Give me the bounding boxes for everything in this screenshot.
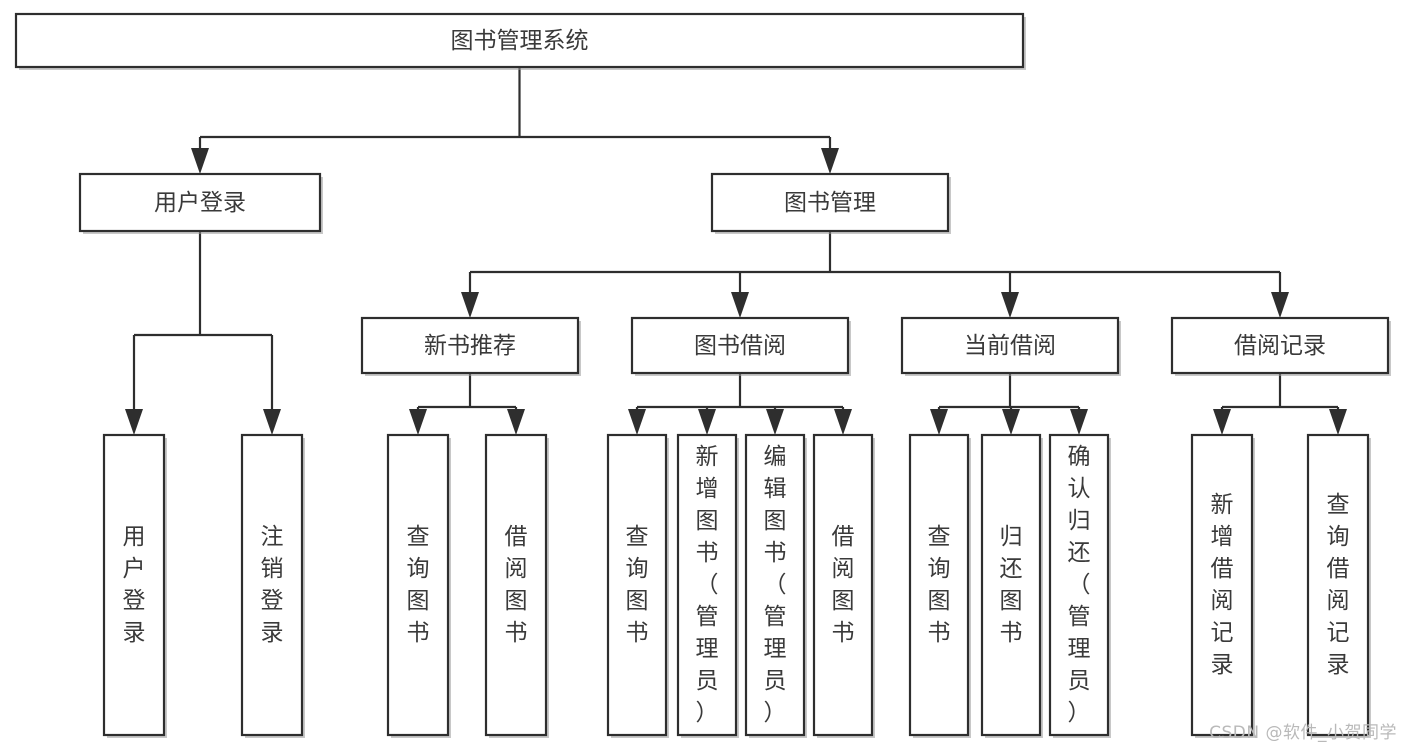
arrow-head-icon (1002, 409, 1020, 435)
node-label: 借阅图书 (832, 524, 855, 646)
node-box[interactable] (14, 12, 1025, 69)
diagram-node-leaf-query-book[interactable]: 查询图书 (606, 433, 669, 738)
arrow-head-icon (766, 409, 784, 435)
diagram-node-leaf-add-book[interactable]: 新增图书（管理员） (676, 433, 739, 738)
arrow-head-icon (507, 409, 525, 435)
diagram-node-leaf-query-book-cur[interactable]: 查询图书 (908, 433, 971, 738)
node-label: 确认归还（管理员） (1068, 444, 1091, 726)
node-label: 借阅记录 (1234, 333, 1326, 359)
node-box[interactable] (900, 316, 1120, 375)
arrow-head-icon (263, 409, 281, 435)
arrow-head-icon (1213, 409, 1231, 435)
diagram-node-borrow-record[interactable]: 借阅记录 (1170, 316, 1391, 376)
arrow-head-icon (628, 409, 646, 435)
node-box[interactable] (908, 433, 970, 737)
diagram-node-leaf-confirm-return[interactable]: 确认归还（管理员） (1048, 433, 1111, 738)
node-label: 新增图书（管理员） (696, 444, 719, 726)
arrow-head-icon (409, 409, 427, 435)
node-box[interactable] (710, 172, 950, 233)
node-label: 注销登录 (261, 524, 284, 646)
node-box[interactable] (386, 433, 450, 737)
node-box[interactable] (630, 316, 850, 375)
arrow-head-icon (461, 292, 479, 318)
arrow-head-icon (731, 292, 749, 318)
diagram-node-leaf-borrow-book[interactable]: 借阅图书 (812, 433, 875, 738)
arrow-head-icon (698, 409, 716, 435)
node-box[interactable] (1306, 433, 1370, 737)
node-box[interactable] (1190, 433, 1254, 737)
arrow-head-icon (1070, 409, 1088, 435)
node-label: 查询图书 (407, 524, 430, 646)
node-box[interactable] (676, 433, 738, 737)
diagram-node-leaf-add-record[interactable]: 新增借阅记录 (1190, 433, 1255, 738)
node-layer: 图书管理系统用户登录图书管理新书推荐图书借阅当前借阅借阅记录用户登录注销登录查询… (14, 12, 1391, 738)
node-label: 新书推荐 (424, 333, 516, 359)
diagram-node-book-borrow[interactable]: 图书借阅 (630, 316, 851, 376)
arrow-head-icon (191, 148, 209, 174)
diagram-node-new-book-rec[interactable]: 新书推荐 (360, 316, 581, 376)
connector-layer (125, 67, 1347, 435)
node-box[interactable] (744, 433, 806, 737)
diagram-node-current-borrow[interactable]: 当前借阅 (900, 316, 1121, 376)
arrow-head-icon (834, 409, 852, 435)
node-label: 当前借阅 (964, 333, 1056, 359)
diagram-node-leaf-user-login[interactable]: 用户登录 (102, 433, 167, 738)
node-box[interactable] (78, 172, 322, 233)
diagram-node-leaf-borrow-book-rec[interactable]: 借阅图书 (484, 433, 549, 738)
diagram-node-user-login[interactable]: 用户登录 (78, 172, 323, 234)
diagram-node-leaf-return-book[interactable]: 归还图书 (980, 433, 1043, 738)
node-box[interactable] (102, 433, 166, 737)
node-label: 查询借阅记录 (1327, 492, 1350, 678)
node-label: 借阅图书 (505, 524, 528, 646)
node-box[interactable] (606, 433, 668, 737)
diagram-node-leaf-logout[interactable]: 注销登录 (240, 433, 305, 738)
diagram-node-leaf-query-record[interactable]: 查询借阅记录 (1306, 433, 1371, 738)
arrow-head-icon (1271, 292, 1289, 318)
arrow-head-icon (930, 409, 948, 435)
diagram-node-leaf-edit-book[interactable]: 编辑图书（管理员） (744, 433, 807, 738)
node-label: 用户登录 (154, 190, 246, 216)
node-box[interactable] (484, 433, 548, 737)
node-box[interactable] (240, 433, 304, 737)
node-label: 查询图书 (928, 524, 951, 646)
node-label: 新增借阅记录 (1211, 492, 1234, 678)
arrow-head-icon (821, 148, 839, 174)
node-label: 图书管理系统 (451, 28, 589, 54)
node-box[interactable] (1048, 433, 1110, 737)
diagram-node-leaf-query-book-rec[interactable]: 查询图书 (386, 433, 451, 738)
node-label: 用户登录 (123, 524, 146, 646)
node-label: 查询图书 (626, 524, 649, 646)
diagram-node-root[interactable]: 图书管理系统 (14, 12, 1026, 70)
node-label: 图书管理 (784, 190, 876, 216)
node-box[interactable] (980, 433, 1042, 737)
arrow-head-icon (125, 409, 143, 435)
node-box[interactable] (1170, 316, 1390, 375)
node-box[interactable] (360, 316, 580, 375)
arrow-head-icon (1329, 409, 1347, 435)
arrow-head-icon (1001, 292, 1019, 318)
diagram-node-book-manage[interactable]: 图书管理 (710, 172, 951, 234)
node-label: 归还图书 (1000, 524, 1023, 646)
node-box[interactable] (812, 433, 874, 737)
node-label: 图书借阅 (694, 333, 786, 359)
node-label: 编辑图书（管理员） (764, 444, 787, 726)
